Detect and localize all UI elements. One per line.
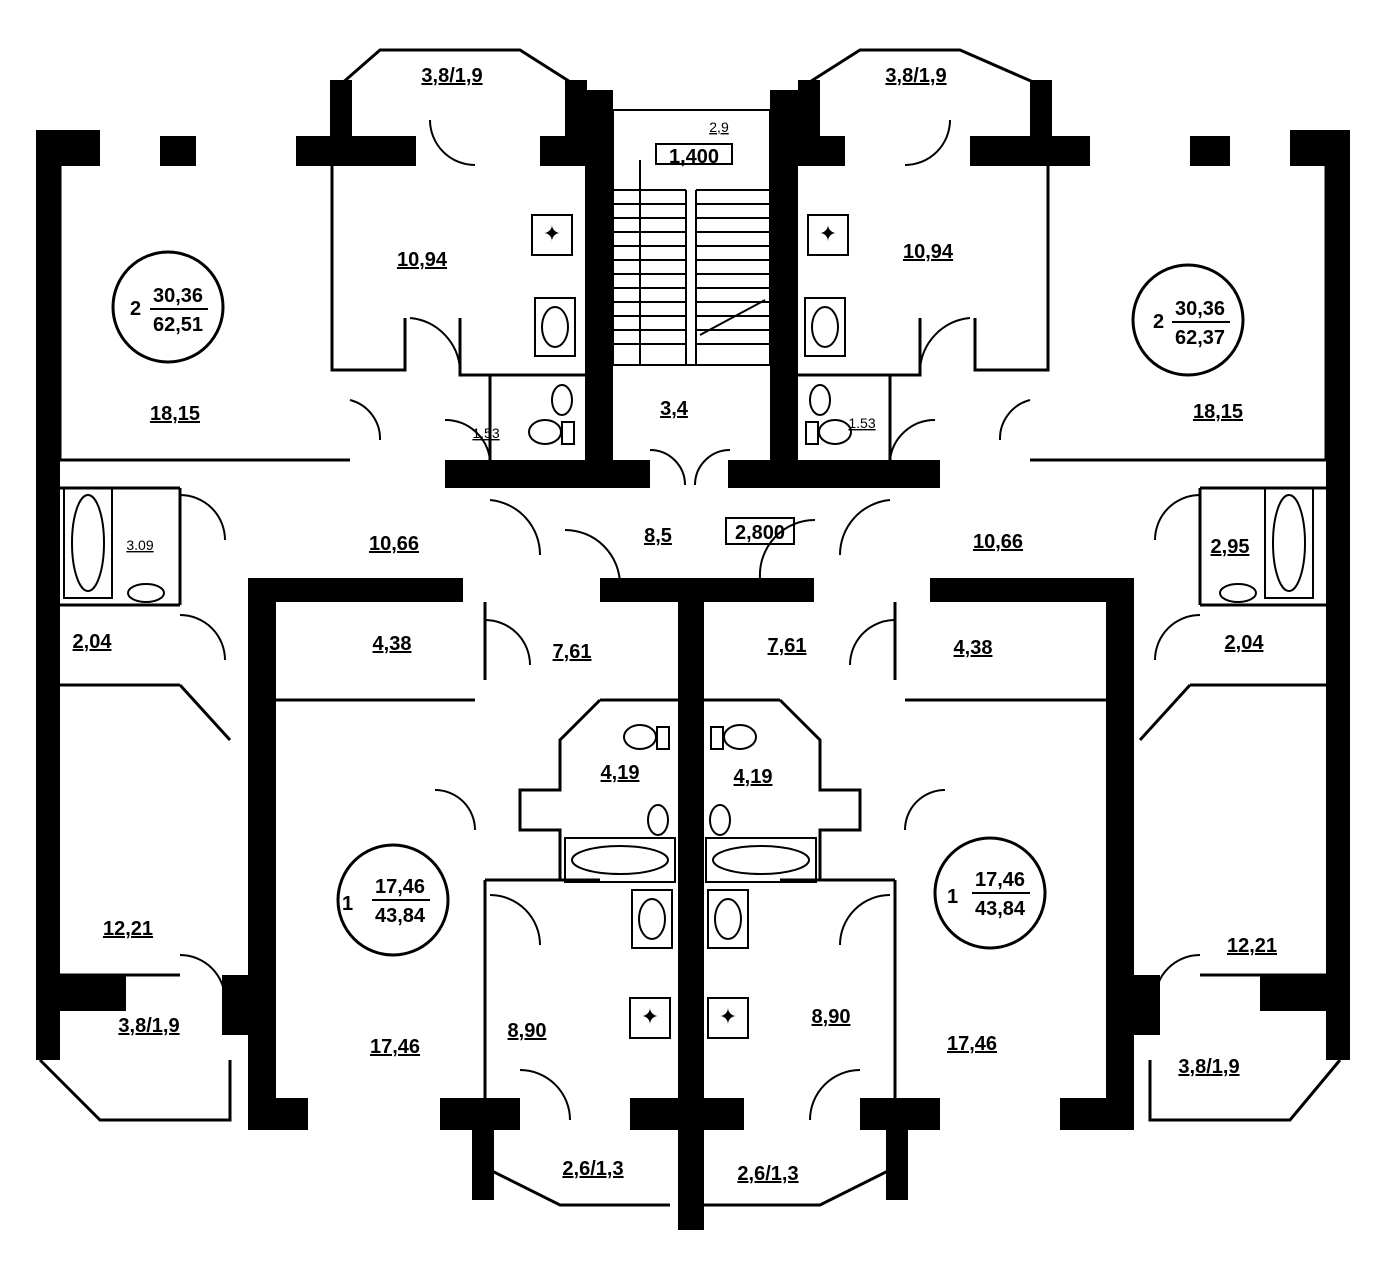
hall-area: 10,66 bbox=[973, 531, 1023, 553]
bathroom-area: 4,19 bbox=[601, 762, 640, 784]
kitchen-area: 10,94 bbox=[397, 249, 448, 271]
apartment-area-badge: 2 30,36 62,51 bbox=[111, 250, 225, 364]
toilet-icon bbox=[528, 419, 575, 445]
washbasin-icon bbox=[1219, 583, 1257, 603]
bedroom-area: 18,15 bbox=[150, 403, 200, 425]
stove-icon: ✦ bbox=[531, 214, 573, 256]
rooms-count: 2 bbox=[1153, 311, 1164, 333]
bath-area: 2,95 bbox=[1211, 536, 1250, 558]
toilet-icon bbox=[805, 419, 852, 445]
sink-icon bbox=[534, 297, 576, 357]
apartment-area-badge: 1 17,46 43,84 bbox=[933, 836, 1047, 950]
wc-area: 1.53 bbox=[472, 425, 499, 441]
balcony-bottom-center-right-area: 2,6/1,3 bbox=[737, 1163, 798, 1185]
apartment-top-left: 2 30,36 62,51 10,94 18,15 1.53 10,66 3.0… bbox=[73, 249, 500, 940]
room2-area: 12,21 bbox=[103, 918, 153, 940]
stair-core-labels: 2,9 1,400 3,4 8,5 2,800 bbox=[644, 119, 795, 547]
lobby-dimension: 2,800 bbox=[735, 522, 785, 544]
svg-text:✦: ✦ bbox=[819, 222, 837, 247]
apartment-top-right: 2 30,36 62,37 10,94 18,15 1.53 10,66 2,9… bbox=[848, 241, 1277, 957]
interior-partitions bbox=[58, 166, 1328, 1098]
storage-area: 4,38 bbox=[954, 637, 993, 659]
doors bbox=[179, 119, 1201, 1121]
room2-area: 12,21 bbox=[1227, 935, 1277, 957]
bathtub-icon bbox=[705, 837, 817, 883]
washbasin-icon bbox=[709, 804, 731, 836]
lobby-area: 8,5 bbox=[644, 525, 672, 547]
storage-area: 4,38 bbox=[373, 633, 412, 655]
apartment-bottom-left: 1 17,46 43,84 4,38 7,61 4,19 17,46 8,90 bbox=[336, 633, 640, 1058]
washbasin-icon bbox=[809, 384, 831, 416]
balcony-bottom-right-area: 3,8/1,9 bbox=[1178, 1056, 1239, 1078]
balcony-top-right-area: 3,8/1,9 bbox=[885, 65, 946, 87]
kitchen-area: 8,90 bbox=[812, 1006, 851, 1028]
living-area: 17,46 bbox=[975, 869, 1025, 891]
hall-area: 10,66 bbox=[369, 533, 419, 555]
hall-area: 7,61 bbox=[553, 641, 592, 663]
stove-icon: ✦ bbox=[807, 214, 849, 256]
total-area: 43,84 bbox=[375, 905, 426, 927]
bathtub-icon bbox=[63, 487, 113, 599]
hall-area: 7,61 bbox=[768, 635, 807, 657]
stove-icon: ✦ bbox=[629, 997, 671, 1039]
living-area: 30,36 bbox=[1175, 298, 1225, 320]
apartment-area-badge: 2 30,36 62,37 bbox=[1131, 263, 1245, 377]
rooms-count: 1 bbox=[947, 886, 958, 908]
kitchen-area: 10,94 bbox=[903, 241, 954, 263]
stair-top-dimension: 2,9 bbox=[709, 119, 729, 135]
apartment-area-badge: 1 17,46 43,84 bbox=[336, 843, 450, 957]
washbasin-icon bbox=[551, 384, 573, 416]
bathtub-icon bbox=[564, 837, 676, 883]
washbasin-icon bbox=[127, 583, 165, 603]
bath-area: 3.09 bbox=[126, 537, 153, 553]
exterior-walls bbox=[36, 80, 1350, 1230]
balcony-bottom-left-area: 3,8/1,9 bbox=[118, 1015, 179, 1037]
balconies bbox=[38, 48, 1342, 1207]
room-area: 17,46 bbox=[370, 1036, 420, 1058]
balcony-bottom-center-left-area: 2,6/1,3 bbox=[562, 1158, 623, 1180]
balcony-top-left-area: 3,8/1,9 bbox=[421, 65, 482, 87]
sink-icon bbox=[707, 889, 749, 949]
svg-text:✦: ✦ bbox=[719, 1005, 737, 1030]
landing-area: 3,4 bbox=[660, 398, 689, 420]
sink-icon bbox=[631, 889, 673, 949]
kitchen-area: 8,90 bbox=[508, 1020, 547, 1042]
balcony-labels: 3,8/1,9 3,8/1,9 3,8/1,9 3,8/1,9 2,6/1,3 … bbox=[118, 65, 1239, 1185]
total-area: 62,51 bbox=[153, 314, 203, 336]
staircase bbox=[612, 109, 771, 366]
svg-text:✦: ✦ bbox=[543, 222, 561, 247]
closet-area: 2,04 bbox=[1225, 632, 1265, 654]
living-area: 17,46 bbox=[375, 876, 425, 898]
living-area: 30,36 bbox=[153, 285, 203, 307]
washbasin-icon bbox=[647, 804, 669, 836]
sink-icon bbox=[804, 297, 846, 357]
toilet-icon bbox=[710, 724, 757, 750]
wc-area: 1.53 bbox=[848, 415, 875, 431]
total-area: 43,84 bbox=[975, 898, 1026, 920]
apartment-bottom-right: 1 17,46 43,84 4,38 7,61 4,19 17,46 8,90 bbox=[734, 635, 1047, 1055]
bathroom-area: 4,19 bbox=[734, 766, 773, 788]
svg-text:✦: ✦ bbox=[641, 1005, 659, 1030]
rooms-count: 1 bbox=[342, 893, 353, 915]
toilet-icon bbox=[623, 724, 670, 750]
fixtures: ✦ ✦ ✦ ✦ bbox=[63, 214, 1314, 1039]
stove-icon: ✦ bbox=[707, 997, 749, 1039]
bathtub-icon bbox=[1264, 487, 1314, 599]
stair-span-label: 1,400 bbox=[669, 146, 719, 168]
room-area: 17,46 bbox=[947, 1033, 997, 1055]
total-area: 62,37 bbox=[1175, 327, 1225, 349]
closet-area: 2,04 bbox=[73, 631, 113, 653]
rooms-count: 2 bbox=[130, 298, 141, 320]
bedroom-area: 18,15 bbox=[1193, 401, 1243, 423]
